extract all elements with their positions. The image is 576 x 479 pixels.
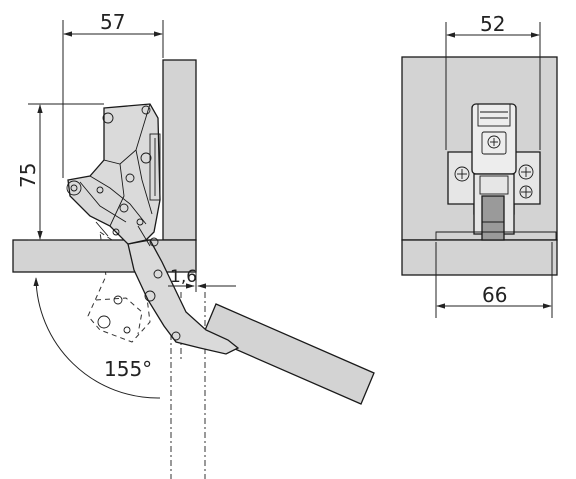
hinge-mechanism <box>66 103 161 247</box>
front-hinge-cup <box>481 195 505 241</box>
door-closed <box>12 239 197 273</box>
front-screw-left <box>454 166 470 182</box>
carcass-side-panel <box>162 59 197 241</box>
front-screw-right <box>518 164 534 199</box>
dimension-57-label: 57 <box>100 10 125 34</box>
door-open <box>202 303 375 405</box>
opening-angle-arc <box>33 277 161 399</box>
front-view <box>401 22 558 318</box>
dimension-gap-label: 1,6 <box>170 267 197 287</box>
dimension-52-label: 52 <box>480 12 505 36</box>
dimension-75-label: 75 <box>16 163 40 188</box>
hinge-arm-open <box>127 239 240 355</box>
angle-label: 155° <box>104 357 152 381</box>
front-door-panel <box>401 239 558 276</box>
side-view <box>12 20 375 479</box>
dimension-66-label: 66 <box>482 283 507 307</box>
